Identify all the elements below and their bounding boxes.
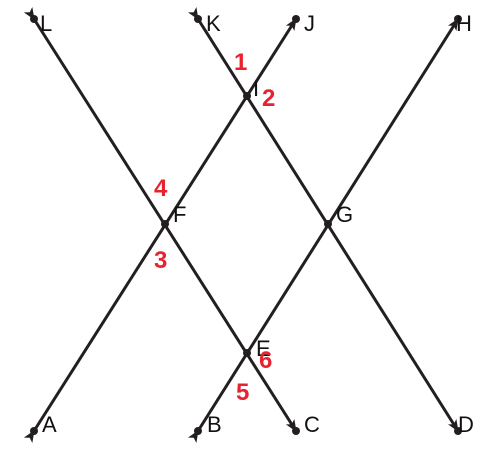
point-I-dot — [243, 92, 251, 100]
point-label-J: J — [304, 11, 315, 36]
point-A-dot — [30, 427, 38, 435]
angle-label-5: 5 — [236, 379, 249, 406]
point-label-I: I — [253, 76, 259, 101]
point-H-dot — [454, 15, 462, 23]
point-label-F: F — [173, 202, 186, 227]
angle-label-4: 4 — [154, 175, 168, 202]
point-label-D: D — [458, 412, 474, 437]
point-label-C: C — [304, 412, 320, 437]
point-D-dot — [454, 427, 462, 435]
angle-label-1: 1 — [234, 49, 247, 76]
point-F-dot — [161, 220, 169, 228]
point-label-A: A — [42, 412, 57, 437]
point-G-dot — [324, 220, 332, 228]
angle-label-2: 2 — [262, 85, 275, 112]
point-E-dot — [243, 349, 251, 357]
point-label-L: L — [40, 11, 52, 36]
point-B-dot — [194, 427, 202, 435]
point-L-dot — [30, 15, 38, 23]
angle-label-3: 3 — [154, 247, 167, 274]
point-label-B: B — [207, 412, 222, 437]
point-K-dot — [194, 15, 202, 23]
point-C-dot — [292, 427, 300, 435]
point-J-dot — [292, 15, 300, 23]
point-label-H: H — [456, 11, 472, 36]
angle-label-6: 6 — [259, 347, 272, 374]
point-label-E: E — [256, 336, 271, 361]
point-label-K: K — [206, 11, 221, 36]
point-label-G: G — [336, 202, 353, 227]
